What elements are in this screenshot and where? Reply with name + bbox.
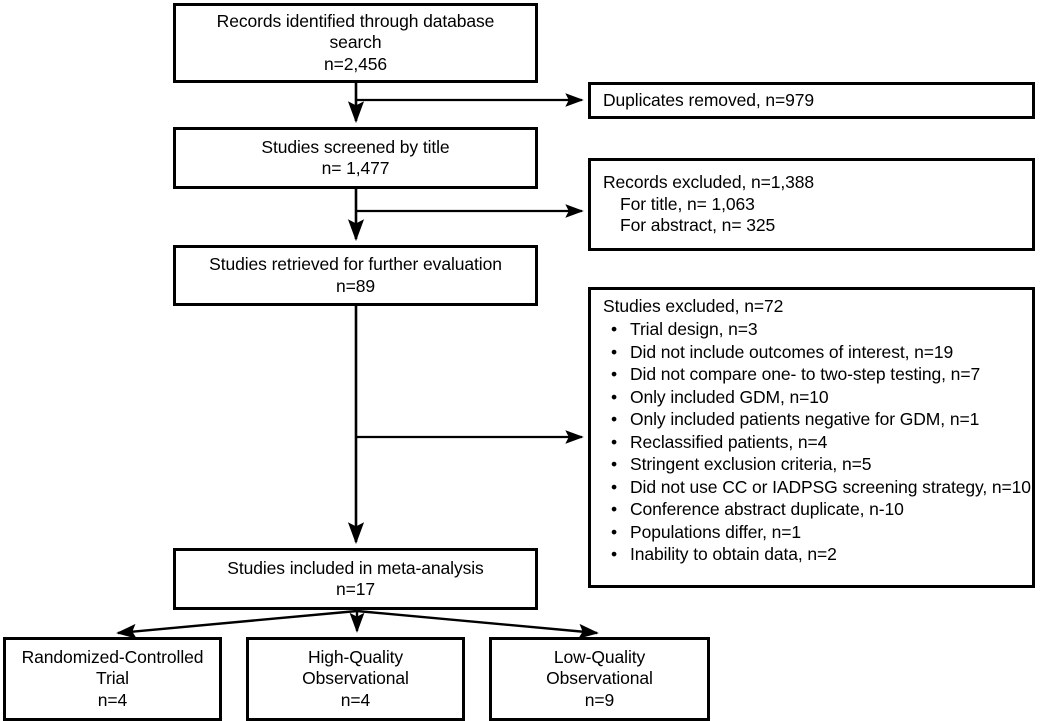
studies-excluded-reason-item: • Conference abstract duplicate, n-10: [603, 498, 1024, 520]
node-duplicates-removed-label: Duplicates removed, n=979: [603, 89, 815, 110]
node-studies-included-count: n=17: [335, 579, 376, 599]
studies-excluded-reason-text: Trial design, n=3: [630, 319, 758, 340]
node-records-excluded: Records excluded, n=1,388 For title, n= …: [588, 158, 1035, 251]
node-high-quality-line1: High-Quality: [307, 646, 404, 667]
node-low-quality-line2: Observational: [546, 668, 653, 689]
node-low-quality-line1: Low-Quality: [553, 646, 646, 667]
bullet-icon: •: [611, 476, 618, 497]
node-records-identified-line1: Records identified through database: [216, 10, 495, 31]
node-high-quality-line2: Observational: [302, 668, 409, 689]
arrow-included-to-low-quality: [356, 609, 599, 639]
bullet-icon: •: [611, 521, 618, 542]
studies-excluded-reason-text: Reclassified patients, n=4: [630, 431, 828, 452]
node-records-identified-line2: search: [329, 32, 382, 53]
node-high-quality-observational: High-Quality Observational n=4: [246, 637, 465, 721]
node-studies-included-label: Studies included in meta-analysis: [227, 557, 484, 578]
bullet-icon: •: [611, 454, 618, 475]
node-studies-retrieved-label: Studies retrieved for further evaluation: [209, 254, 502, 275]
node-rct-line2: Trial: [96, 668, 129, 689]
node-studies-retrieved: Studies retrieved for further evaluation…: [173, 245, 538, 306]
studies-excluded-reason-text: Only included GDM, n=10: [630, 386, 829, 407]
studies-excluded-reason-item: • Did not use CC or IADPSG screening stra…: [603, 476, 1031, 498]
studies-excluded-reason-item: • Only included patients negative for GDM…: [603, 408, 1024, 430]
bullet-icon: •: [611, 544, 618, 565]
bullet-icon: •: [611, 499, 618, 520]
node-studies-screened: Studies screened by title n= 1,477: [173, 127, 538, 189]
node-studies-screened-label: Studies screened by title: [261, 136, 450, 157]
studies-excluded-reason-item: • Inability to obtain data, n=2: [603, 543, 1024, 565]
node-studies-excluded: Studies excluded, n=72 • Trial design, n=…: [588, 287, 1035, 588]
node-rct-line1: Randomized-Controlled: [21, 646, 204, 667]
bullet-icon: •: [611, 319, 618, 340]
studies-excluded-reason-item: • Only included GDM, n=10: [603, 386, 1024, 408]
studies-excluded-reason-item: • Did not include outcomes of interest, n…: [603, 341, 1024, 363]
node-high-quality-count: n=4: [340, 689, 371, 710]
bullet-icon: •: [611, 431, 618, 452]
studies-excluded-reason-list: • Trial design, n=3 • Did not include outco…: [603, 318, 1031, 565]
node-studies-retrieved-count: n=89: [335, 275, 376, 296]
node-rct-count: n=4: [97, 689, 128, 710]
studies-excluded-reason-text: Inability to obtain data, n=2: [630, 544, 837, 565]
node-records-excluded-title: Records excluded, n=1,388: [603, 172, 815, 193]
studies-excluded-reason-text: Did not use CC or IADPSG screening strat…: [630, 476, 1031, 497]
node-studies-screened-count: n= 1,477: [321, 158, 390, 178]
studies-excluded-reason-text: Did not include outcomes of interest, n=…: [630, 341, 954, 362]
studies-excluded-reason-text: Only included patients negative for GDM,…: [630, 409, 980, 430]
studies-excluded-reason-text: Populations differ, n=1: [630, 521, 802, 542]
node-studies-excluded-title: Studies excluded, n=72: [603, 296, 784, 316]
studies-excluded-reason-item: • Populations differ, n=1: [603, 521, 1024, 543]
node-duplicates-removed: Duplicates removed, n=979: [588, 82, 1035, 119]
bullet-icon: •: [611, 364, 618, 385]
studies-excluded-reason-item: • Trial design, n=3: [603, 318, 1024, 340]
node-low-quality-observational: Low-Quality Observational n=9: [489, 637, 710, 721]
bullet-icon: •: [611, 341, 618, 362]
node-records-excluded-for-title: For title, n= 1,063: [620, 193, 755, 214]
studies-excluded-reason-item: • Reclassified patients, n=4: [603, 431, 1024, 453]
node-records-excluded-for-abstract: For abstract, n= 325: [620, 215, 776, 236]
arrow-included-to-rct: [116, 609, 358, 639]
bullet-icon: •: [611, 409, 618, 430]
node-low-quality-count: n=9: [584, 689, 615, 710]
studies-excluded-reason-text: Conference abstract duplicate, n-10: [630, 499, 904, 520]
studies-excluded-reason-item: • Stringent exclusion criteria, n=5: [603, 453, 1024, 475]
node-records-identified-count: n=2,456: [323, 53, 388, 74]
node-records-identified: Records identified through database sear…: [173, 3, 538, 83]
studies-excluded-reason-item: • Did not compare one- to two-step testin…: [603, 363, 1024, 385]
bullet-icon: •: [611, 386, 618, 407]
studies-excluded-reason-text: Stringent exclusion criteria, n=5: [630, 454, 872, 475]
studies-excluded-reason-text: Did not compare one- to two-step testing…: [630, 364, 981, 385]
node-studies-included: Studies included in meta-analysis n=17: [173, 548, 538, 610]
node-randomized-controlled-trial: Randomized-Controlled Trial n=4: [3, 637, 222, 721]
